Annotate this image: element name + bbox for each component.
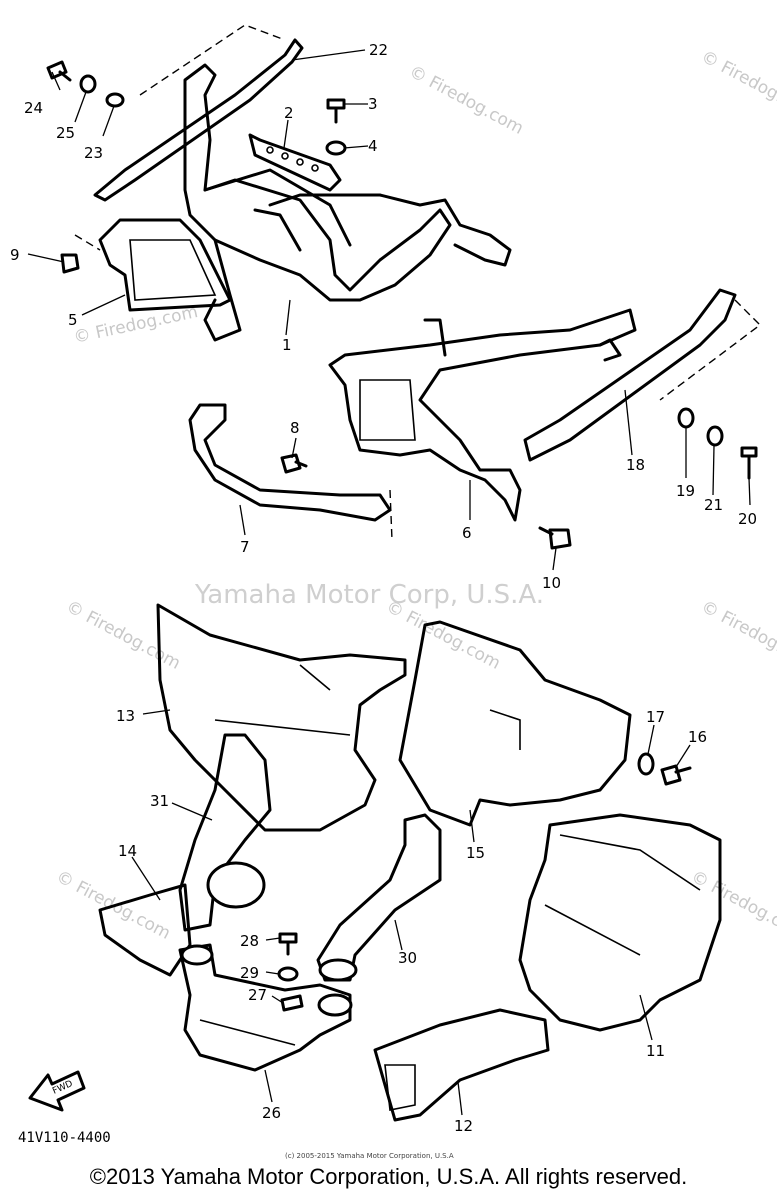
- leader-lines: [27, 49, 751, 1116]
- callout-27: 27: [248, 986, 267, 1004]
- copyright-notice: ©2013 Yamaha Motor Corporation, U.S.A. A…: [89, 1164, 688, 1189]
- fwd-arrow-icon: FWD: [28, 1070, 86, 1112]
- callout-8: 8: [290, 419, 300, 437]
- fasteners-27-28-29: [277, 932, 304, 1012]
- bracket-7: [188, 403, 393, 541]
- cover-13: [156, 603, 407, 832]
- callout-3: 3: [368, 95, 378, 113]
- cover-15: [398, 620, 632, 827]
- callout-31: 31: [150, 792, 169, 810]
- callout-15: 15: [466, 844, 485, 862]
- callout-25: 25: [56, 124, 75, 142]
- watermark-text: © Firedog.com: [698, 47, 777, 124]
- callout-16: 16: [688, 728, 707, 746]
- fasteners-16-17: [637, 752, 692, 786]
- watermark-text: © Firedog.com: [698, 597, 777, 674]
- callout-6: 6: [462, 524, 472, 542]
- watermark-center: Yamaha Motor Corp, U.S.A.: [194, 580, 544, 610]
- fasteners-top-left: [46, 60, 347, 274]
- callout-23: 23: [84, 144, 103, 162]
- callout-29: 29: [240, 964, 259, 982]
- duct-12: [373, 1008, 550, 1122]
- callout-9: 9: [10, 246, 20, 264]
- callout-28: 28: [240, 932, 259, 950]
- callout-13: 13: [116, 707, 135, 725]
- duct-30: [316, 813, 442, 982]
- upper-frame-assembly: [74, 24, 512, 342]
- callout-numbers: 22 24 25 23 3 4 2 9 5 1 8 7 6 10 18 19 2…: [10, 41, 757, 1135]
- callout-12: 12: [454, 1117, 473, 1135]
- callout-5: 5: [68, 311, 78, 329]
- watermark-text: © Firedog.com: [406, 62, 527, 139]
- callout-24: 24: [24, 99, 43, 117]
- duct-31: [178, 733, 272, 932]
- callout-10: 10: [542, 574, 561, 592]
- callout-19: 19: [676, 482, 695, 500]
- callout-21: 21: [704, 496, 723, 514]
- callout-20: 20: [738, 510, 757, 528]
- callout-30: 30: [398, 949, 417, 967]
- callout-17: 17: [646, 708, 665, 726]
- callout-26: 26: [262, 1104, 281, 1122]
- callout-7: 7: [240, 538, 250, 556]
- small-copyright: (c) 2005-2015 Yamaha Motor Corporation, …: [285, 1152, 454, 1160]
- diagram-code: 41V110-4400: [18, 1130, 111, 1146]
- callout-14: 14: [118, 842, 137, 860]
- callout-22: 22: [369, 41, 388, 59]
- mid-frame-assembly: [328, 288, 762, 550]
- callout-11: 11: [646, 1042, 665, 1060]
- watermark-text: © Firedog.com: [688, 867, 777, 944]
- callout-2: 2: [284, 104, 294, 122]
- duct-26: [178, 943, 353, 1072]
- cover-11: [518, 813, 722, 1032]
- callout-1: 1: [282, 336, 292, 354]
- callout-4: 4: [368, 137, 378, 155]
- callout-18: 18: [626, 456, 645, 474]
